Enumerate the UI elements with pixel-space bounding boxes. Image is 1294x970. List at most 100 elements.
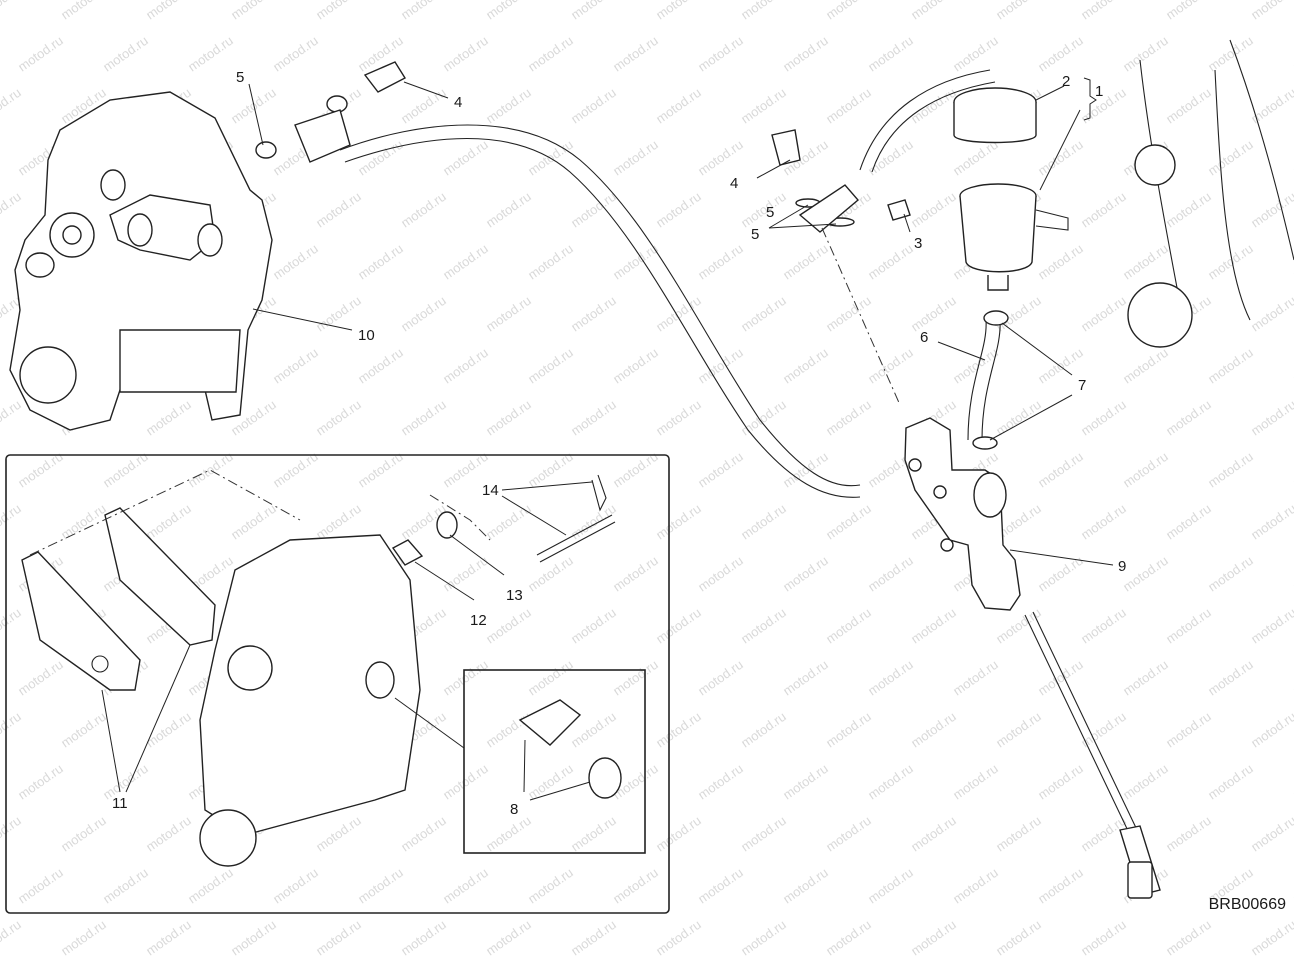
watermark-text: motod.ru [653,709,704,751]
watermark-text: motod.ru [865,345,916,387]
watermark-text: motod.ru [1248,397,1294,439]
callout-13: 13 [506,587,523,604]
callout-5-master-upper: 5 [766,204,774,221]
watermark-text: motod.ru [695,865,746,907]
watermark-text: motod.ru [823,397,874,439]
watermark-text: motod.ru [1205,33,1256,75]
watermark-text: motod.ru [1120,657,1171,699]
watermark-text: motod.ru [143,0,194,22]
watermark-text: motod.ru [440,345,491,387]
watermark-text: motod.ru [0,0,24,22]
watermark-text: motod.ru [695,761,746,803]
watermark-text: motod.ru [738,501,789,543]
watermark-text: motod.ru [398,813,449,855]
watermark-text: motod.ru [0,605,24,647]
watermark-text: motod.ru [1120,33,1171,75]
watermark-text: motod.ru [1205,761,1256,803]
watermark-text: motod.ru [355,241,406,283]
callout-labels: 1 2 3 4 4 5 5 5 6 7 8 9 10 11 12 13 14 [112,69,1126,818]
watermark-text: motod.ru [1205,137,1256,179]
watermark-text: motod.ru [1290,553,1294,595]
watermark-text: motod.ru [823,0,874,22]
watermark-text: motod.ru [1078,397,1129,439]
watermark-text: motod.ru [355,865,406,907]
watermark-text: motod.ru [440,241,491,283]
callout-5-master-lower: 5 [751,226,759,243]
watermark-text: motod.ru [1163,605,1214,647]
watermark-text: motod.ru [653,605,704,647]
watermark-text: motod.ru [313,293,364,335]
watermark-text: motod.ru [780,553,831,595]
watermark-text: motod.ru [1035,865,1086,907]
watermark-text: motod.ru [695,553,746,595]
callout-7: 7 [1078,377,1086,394]
watermark-text: motod.ru [1078,85,1129,127]
watermark-text: motod.ru [313,0,364,22]
watermark-text: motod.ru [908,0,959,22]
watermark-text: motod.ru [525,865,576,907]
watermark-text: motod.ru [908,293,959,335]
watermark-text: motod.ru [1035,657,1086,699]
watermark-text: motod.ru [1035,241,1086,283]
watermark-text: motod.ru [780,657,831,699]
watermark-text: motod.ru [1163,813,1214,855]
watermark-text: motod.ru [1290,657,1294,699]
brake-fluid-reservoir [953,87,1069,291]
watermark-text: motod.ru [228,501,279,543]
watermark-text: motod.ru [525,657,576,699]
banjo-bolts-and-washers [255,61,911,233]
watermark-text: motod.ru [653,0,704,22]
callout-4-caliper: 4 [454,94,462,111]
watermark-text: motod.ru [568,501,619,543]
watermark-text: motod.ru [1248,709,1294,751]
watermark-text: motod.ru [1078,605,1129,647]
callout-8: 8 [510,801,518,818]
watermark-text: motod.ru [610,345,661,387]
watermark-text: motod.ru [993,813,1044,855]
watermark-text: motod.ru [823,85,874,127]
watermark-text: motod.ru [738,85,789,127]
watermark-text: motod.ru [908,709,959,751]
watermark-text: motod.ru [483,813,534,855]
watermark-text: motod.ru [823,917,874,959]
callout-9: 9 [1118,558,1126,575]
watermark-text: motod.ru [610,33,661,75]
watermark-text: motod.ru [738,813,789,855]
watermark-text: motod.ru [1248,917,1294,959]
watermark-text: motod.ru [1248,189,1294,231]
watermark-text: motod.ru [865,865,916,907]
watermark-text: motod.ru [185,33,236,75]
watermark-text: motod.ru [143,917,194,959]
watermark-text: motod.ru [1205,241,1256,283]
callout-5-caliper: 5 [236,69,244,86]
watermark-text: motod.ru [398,189,449,231]
watermark-text: motod.ru [1163,397,1214,439]
watermark-text: motod.ru [228,85,279,127]
watermark-text: motod.ru [695,657,746,699]
brake-pads [21,507,216,691]
watermark-text: motod.ru [610,865,661,907]
watermark-text: motod.ru [780,865,831,907]
watermark-text: motod.ru [610,137,661,179]
leader-lines [101,77,1114,801]
callout-1: 1 [1095,83,1103,100]
watermark-text: motod.ru [865,553,916,595]
watermark-text: motod.ru [738,709,789,751]
rear-brake-caliper [9,91,273,431]
watermark-text: motod.ru [483,501,534,543]
watermark-text: motod.ru [58,0,109,22]
watermark-text: motod.ru [1205,345,1256,387]
rear-master-cylinder [904,417,1161,899]
watermark-text: motod.ru [1078,501,1129,543]
watermark-text: motod.ru [695,449,746,491]
brake-pad-inset-panel [5,454,670,914]
brake-hose [339,69,996,498]
watermark-text: motod.ru [865,137,916,179]
watermark-text: motod.ru [738,293,789,335]
watermark-text: motod.ru [1248,813,1294,855]
watermark-text: motod.ru [695,33,746,75]
watermark-text: motod.ru [313,917,364,959]
watermark-text: motod.ru [483,709,534,751]
watermark-text: motod.ru [950,33,1001,75]
watermark-text: motod.ru [398,0,449,22]
